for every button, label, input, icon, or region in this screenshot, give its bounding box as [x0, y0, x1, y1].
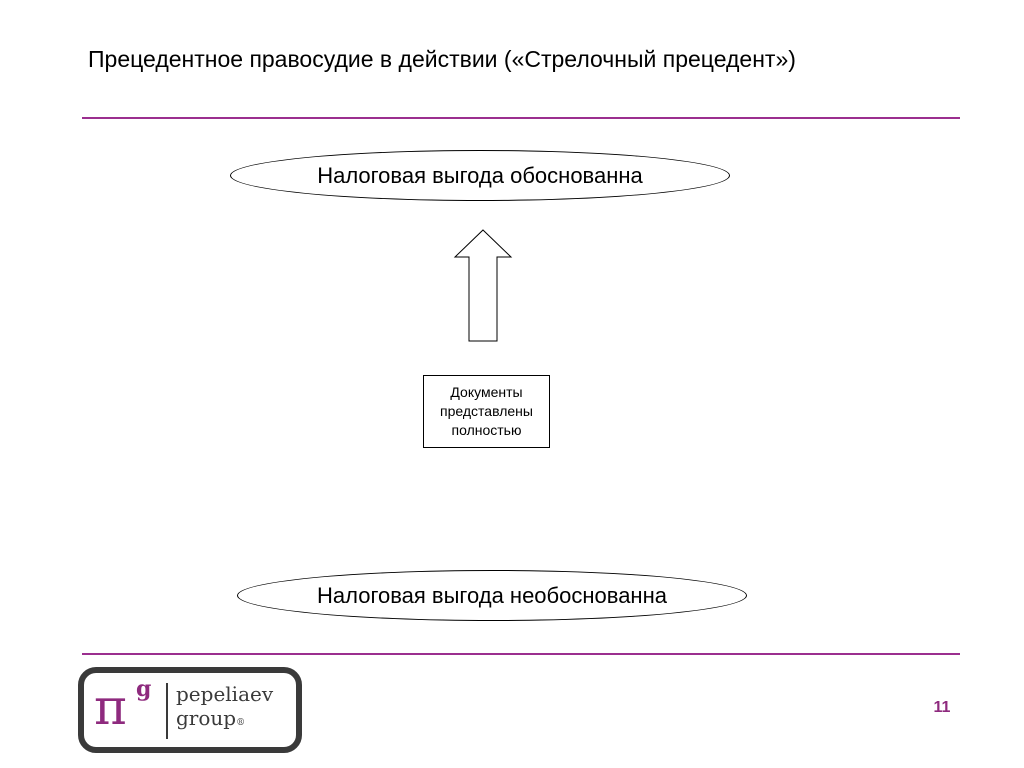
logo-name-line2-wrap: group®	[176, 706, 273, 735]
up-arrow	[453, 229, 513, 342]
condition-box: Документы представлены полностью	[423, 375, 550, 448]
slide-title: Прецедентное правосудие в действии («Стр…	[88, 46, 796, 72]
logo-divider	[166, 683, 168, 739]
logo-name-line2: group	[176, 706, 237, 730]
bottom-divider	[82, 653, 960, 655]
node-tax-benefit-justified: Налоговая выгода обоснованна	[230, 150, 730, 201]
condition-label: Документы представлены полностью	[440, 384, 533, 438]
logo-g-superscript: g	[136, 676, 152, 702]
node-label: Налоговая выгода обоснованна	[317, 162, 643, 188]
page-number: 11	[933, 699, 951, 716]
registered-mark: ®	[236, 718, 246, 728]
logo-pi-symbol: π	[94, 678, 127, 736]
pepeliaev-group-logo: π g pepeliaev group®	[78, 667, 302, 753]
logo-name: pepeliaev group®	[176, 682, 273, 735]
up-arrow-shape	[453, 229, 513, 342]
top-divider	[82, 117, 960, 119]
node-tax-benefit-unjustified: Налоговая выгода необоснованна	[237, 570, 747, 621]
node-label: Налоговая выгода необоснованна	[317, 582, 667, 608]
logo-name-line1: pepeliaev	[176, 682, 274, 706]
